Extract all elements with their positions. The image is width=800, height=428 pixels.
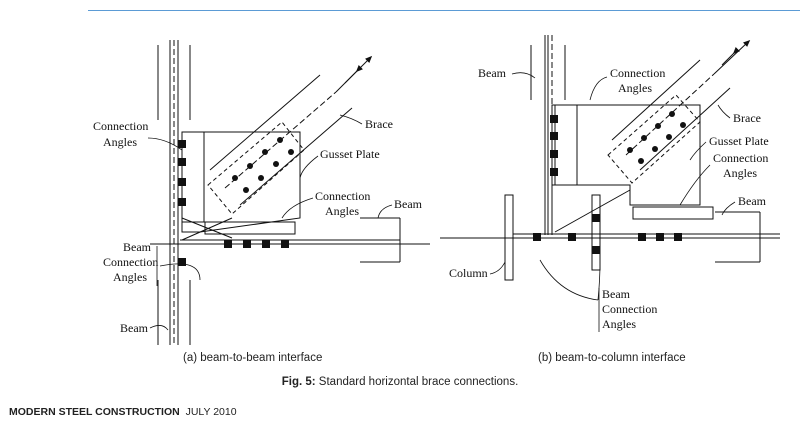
label-gusset-plate-a: Gusset Plate	[320, 147, 380, 161]
diagram-b-beam-to-column	[440, 35, 780, 281]
label-connection-angles-top-2: Angles	[618, 81, 652, 95]
caption-prefix: Fig. 5:	[281, 376, 316, 388]
label-gusset-plate-b: Gusset Plate	[709, 134, 769, 148]
header-rule	[88, 10, 800, 11]
footer-date: JULY 2010	[185, 406, 237, 418]
label-beam-bottom-a: Beam	[120, 321, 149, 335]
label-beam-connection-angles-b-2: Connection	[602, 302, 657, 316]
figure-caption: Fig. 5: Standard horizontal brace connec…	[0, 376, 800, 388]
diagram-b-bolts	[533, 111, 686, 254]
page-footer: MODERN STEEL CONSTRUCTION JULY 2010	[9, 406, 237, 418]
sublabel-b: (b) beam-to-column interface	[538, 352, 686, 364]
label-brace-a: Brace	[365, 117, 393, 131]
label-column-b: Column	[449, 266, 488, 280]
brace-connections-diagram: Connection Angles Brace Gusset Plate Con…	[93, 35, 780, 345]
label-connection-angles-right-2: Angles	[723, 166, 757, 180]
label-connection-angles-mid-2: Angles	[325, 204, 359, 218]
leaders-b	[489, 72, 736, 332]
label-connection-angles-left-2: Angles	[103, 135, 137, 149]
leaders-a	[147, 114, 393, 331]
footer-publication: MODERN STEEL CONSTRUCTION	[9, 406, 180, 418]
label-beam-connection-angles-3: Angles	[113, 270, 147, 284]
label-connection-angles-mid-1: Connection	[315, 189, 370, 203]
label-beam-connection-angles-2: Connection	[103, 255, 158, 269]
label-connection-angles-top-1: Connection	[610, 66, 665, 80]
label-beam-connection-angles-b-3: Angles	[602, 317, 636, 331]
label-beam-connection-angles-b-1: Beam	[602, 287, 631, 301]
label-connection-angles-right-1: Connection	[713, 151, 768, 165]
label-brace-b: Brace	[733, 111, 761, 125]
diagram-a-beam-to-beam	[150, 40, 430, 345]
label-connection-angles-left-1: Connection	[93, 119, 148, 133]
label-beam-connection-angles-1: Beam	[123, 240, 152, 254]
label-beam-top-b: Beam	[478, 66, 507, 80]
sublabel-a: (a) beam-to-beam interface	[183, 352, 323, 364]
diagram-a-bolts	[178, 137, 294, 266]
label-beam-right-a: Beam	[394, 197, 423, 211]
label-beam-right-b: Beam	[738, 194, 767, 208]
caption-text: Standard horizontal brace connections.	[315, 376, 519, 388]
